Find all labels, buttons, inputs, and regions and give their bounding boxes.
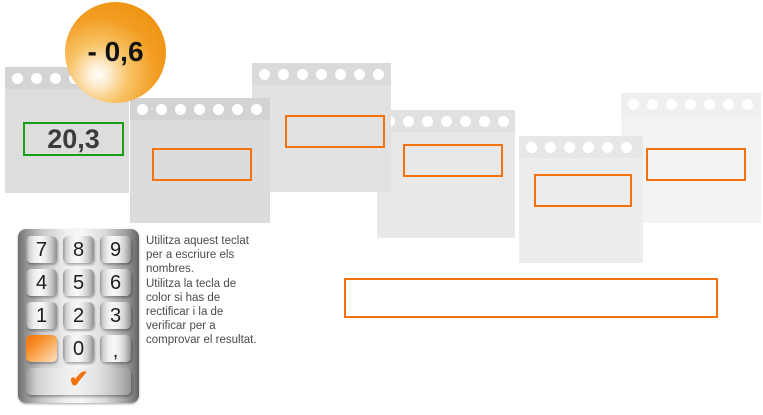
hole-icon <box>441 115 452 127</box>
note-card-4[interactable] <box>377 110 515 238</box>
note-card-5[interactable] <box>519 136 643 263</box>
keypad-row-bottom: 0 , <box>26 335 131 362</box>
hole-icon <box>251 103 262 115</box>
operator-bubble: - 0,6 <box>65 2 166 103</box>
hole-icon <box>621 141 632 153</box>
key-4[interactable]: 4 <box>26 269 57 296</box>
key-6[interactable]: 6 <box>100 269 131 296</box>
hole-icon <box>354 68 365 80</box>
key-0[interactable]: 0 <box>63 335 94 362</box>
card-4-holes <box>384 115 511 127</box>
instruction-line-1: Utilitza aquest teclat per a escriure el… <box>146 235 249 276</box>
hole-icon <box>335 68 346 80</box>
hole-icon <box>297 68 308 80</box>
hole-icon <box>498 115 509 127</box>
hole-icon <box>12 72 23 84</box>
hole-icon <box>175 103 186 115</box>
key-5[interactable]: 5 <box>63 269 94 296</box>
key-7[interactable]: 7 <box>26 236 57 263</box>
card-5-perforation-strip <box>519 136 643 158</box>
check-icon: ✔ <box>68 365 89 393</box>
keypad-row-123: 1 2 3 <box>26 302 131 329</box>
numeric-keypad: 7 8 9 4 5 6 1 2 3 0 , ✔ <box>18 229 139 403</box>
key-1[interactable]: 1 <box>26 302 57 329</box>
key-8[interactable]: 8 <box>63 236 94 263</box>
hole-icon <box>278 68 289 80</box>
hole-icon <box>373 68 384 80</box>
card-4-perforation-strip <box>377 110 515 132</box>
hole-icon <box>316 68 327 80</box>
hole-icon <box>137 103 148 115</box>
hole-icon <box>460 115 471 127</box>
hole-icon <box>213 103 224 115</box>
operator-bubble-label: - 0,6 <box>87 35 144 67</box>
erase-key[interactable] <box>26 335 57 362</box>
card-3-answer-slot[interactable] <box>285 115 385 148</box>
keypad-row-confirm: ✔ <box>26 365 131 395</box>
key-9[interactable]: 9 <box>100 236 131 263</box>
hole-icon <box>403 115 414 127</box>
hole-icon <box>666 98 677 110</box>
key-comma[interactable]: , <box>100 335 131 362</box>
hole-icon <box>628 98 639 110</box>
hole-icon <box>156 103 167 115</box>
card-6-perforation-strip <box>621 93 761 115</box>
hole-icon <box>583 141 594 153</box>
result-input-field[interactable] <box>344 278 718 318</box>
card-6-answer-slot[interactable] <box>646 148 746 181</box>
verify-key[interactable]: ✔ <box>26 365 131 395</box>
card-4-answer-slot[interactable] <box>403 144 503 177</box>
start-value-box: 20,3 <box>23 122 124 156</box>
hole-icon <box>647 98 658 110</box>
keypad-row-456: 4 5 6 <box>26 269 131 296</box>
hole-icon <box>194 103 205 115</box>
hole-icon <box>685 98 696 110</box>
note-card-3[interactable] <box>252 63 391 192</box>
key-2[interactable]: 2 <box>63 302 94 329</box>
card-2-answer-slot[interactable] <box>152 148 252 181</box>
instructions-text: Utilitza aquest teclat per a escriure el… <box>146 234 258 348</box>
hole-icon <box>232 103 243 115</box>
hole-icon <box>479 115 490 127</box>
key-3[interactable]: 3 <box>100 302 131 329</box>
hole-icon <box>50 72 61 84</box>
hole-icon <box>31 72 42 84</box>
hole-icon <box>602 141 613 153</box>
card-5-holes <box>526 141 639 153</box>
hole-icon <box>742 98 753 110</box>
card-6-holes <box>628 98 757 110</box>
note-card-6[interactable] <box>621 93 761 223</box>
hole-icon <box>704 98 715 110</box>
hole-icon <box>259 68 270 80</box>
card-3-perforation-strip <box>252 63 391 85</box>
hole-icon <box>526 141 537 153</box>
card-2-perforation-strip <box>130 98 270 120</box>
keypad-row-789: 7 8 9 <box>26 236 131 263</box>
note-card-2[interactable] <box>130 98 270 223</box>
card-3-holes <box>259 68 387 80</box>
hole-icon <box>545 141 556 153</box>
hole-icon <box>422 115 433 127</box>
start-value-text: 20,3 <box>47 123 100 154</box>
card-5-answer-slot[interactable] <box>534 174 632 207</box>
hole-icon <box>564 141 575 153</box>
card-2-holes <box>137 103 266 115</box>
hole-icon <box>723 98 734 110</box>
instruction-line-2: Utilitza la tecla de color si has de rec… <box>146 277 257 347</box>
